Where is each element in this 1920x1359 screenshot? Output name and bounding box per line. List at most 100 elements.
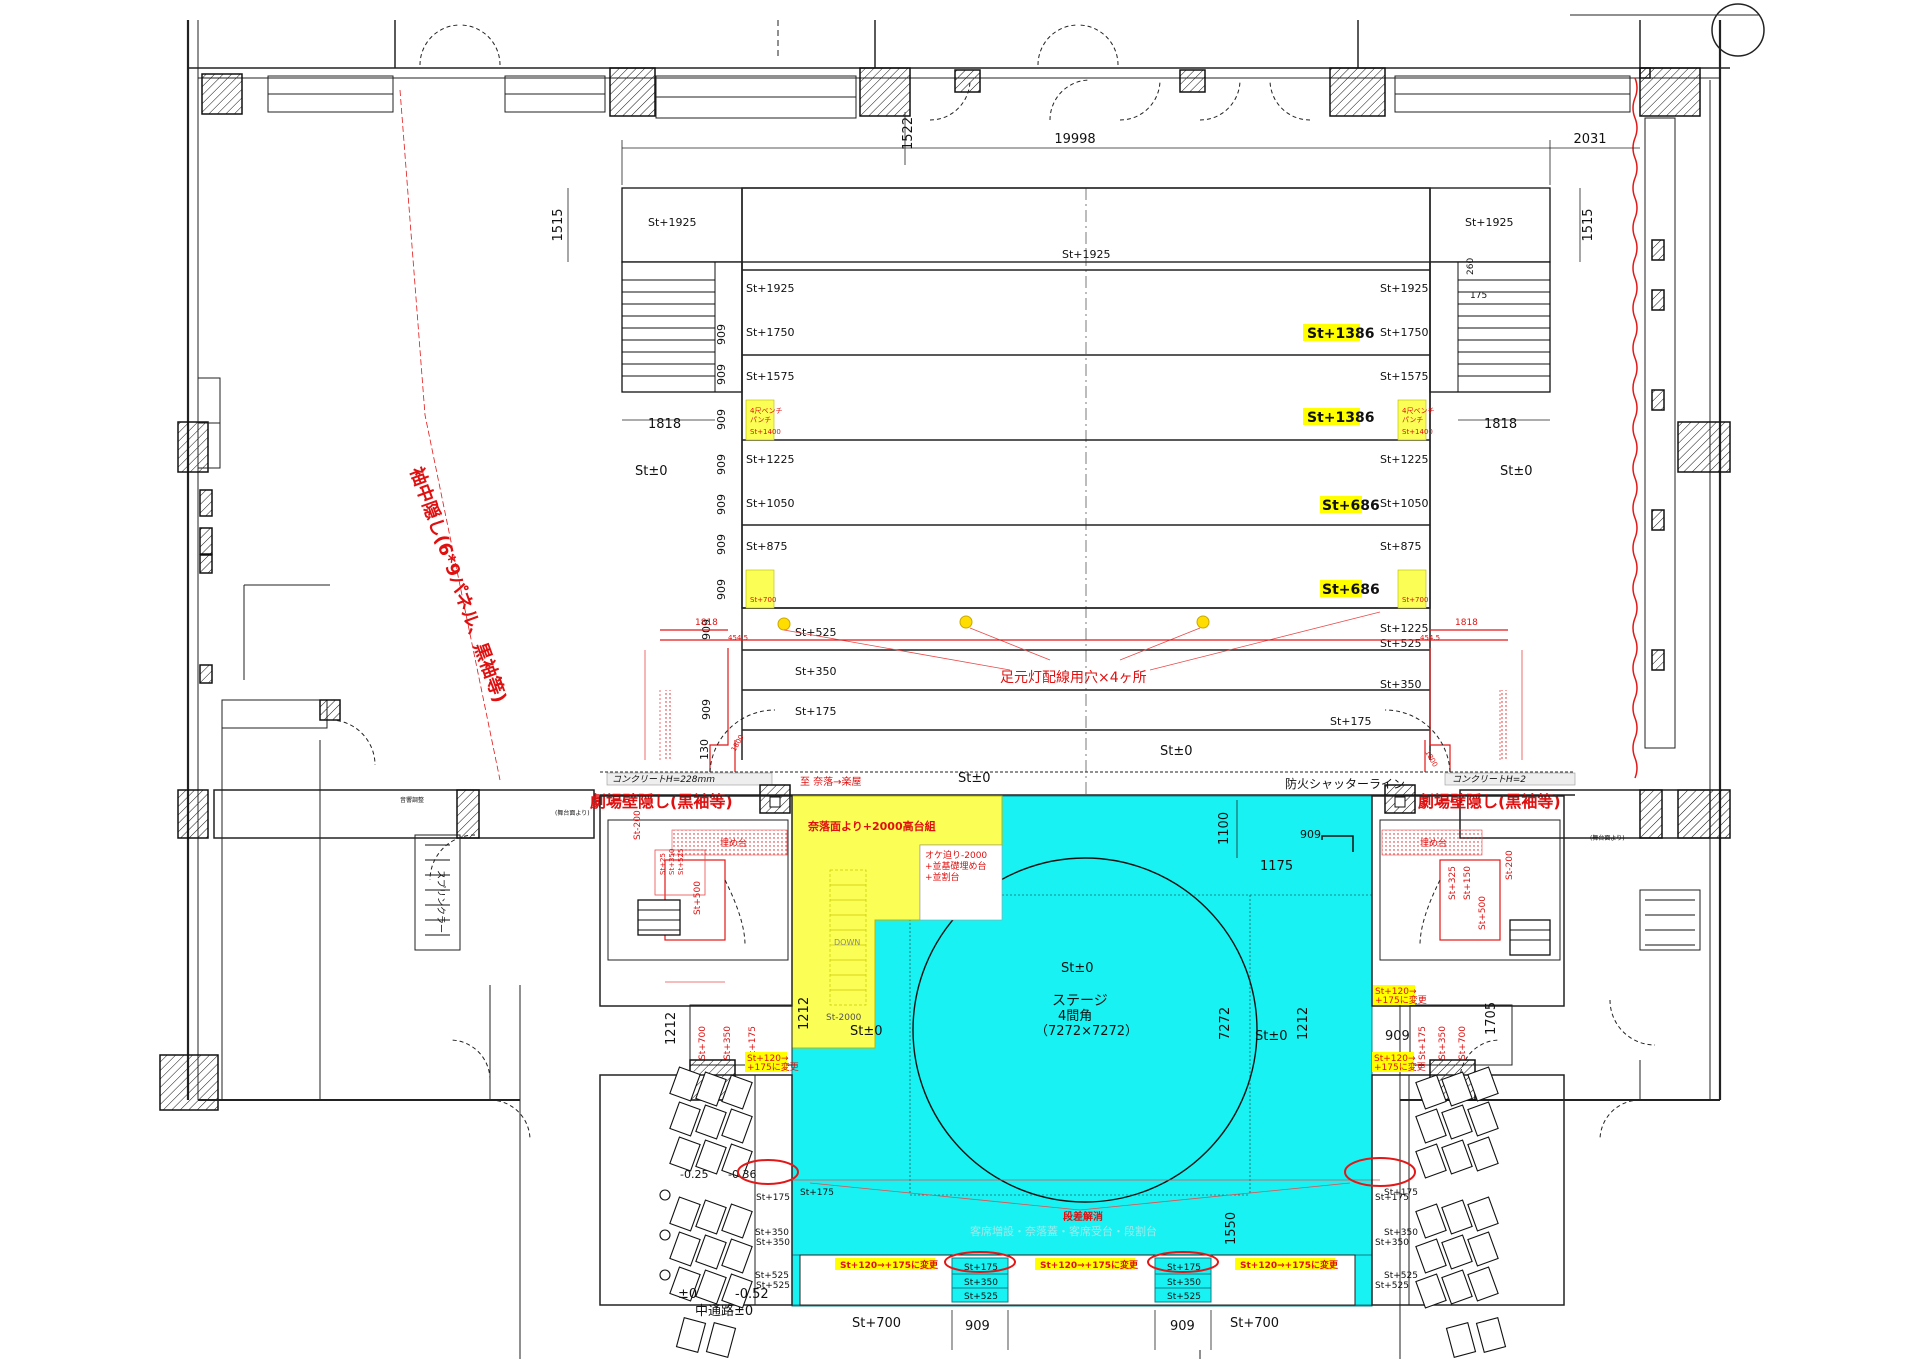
level-row8-highlight: St+686 — [1322, 582, 1380, 598]
side-right-175: St+175 — [1418, 1026, 1428, 1060]
orch-note-b: +並基礎埋め台 — [925, 860, 987, 872]
side-right-700: St+700 — [1458, 1026, 1468, 1060]
side-l-175: St+175 — [800, 1188, 834, 1198]
dim-stage-1100: 1100 — [1217, 812, 1232, 845]
curtain-rail — [1632, 77, 1638, 779]
front-change-a: St+120→+175に変更 — [840, 1259, 939, 1271]
box-left-175: St+175 — [756, 1193, 790, 1203]
red-dim-1818-left: 1818 — [695, 618, 718, 628]
level-top-left: St+1925 — [648, 216, 697, 229]
front-steps: St+175 段差解消 客席増設・奈落蓋・客席受台・段割台 St+120→+17… — [755, 1188, 1418, 1350]
dim-909-i: 909 — [700, 699, 713, 720]
dim-909-g: 909 — [715, 579, 728, 600]
level-row7-left: St+875 — [746, 540, 788, 553]
side-r-525: St+525 — [1384, 1271, 1418, 1281]
sprinkler-stair — [425, 844, 450, 936]
building-walls: スプリンクラー 音響調整 — [159, 3, 1765, 1359]
level-row6-highlight: St+686 — [1322, 498, 1380, 514]
front-box-r-525: St+525 — [1167, 1292, 1201, 1302]
floor-center-level: St±0 — [1160, 744, 1193, 759]
side-r-350: St+350 — [1384, 1228, 1418, 1238]
turntable-circle — [912, 857, 1258, 1203]
front-box-r-350: St+350 — [1167, 1278, 1201, 1288]
to-pit-label: 至 奈落→楽屋 — [800, 775, 862, 788]
dim-260: 260 — [1466, 258, 1476, 275]
audio-label: 音響調整 — [400, 796, 424, 804]
aisle-right-level: -0.52 — [735, 1287, 769, 1302]
red-dim-454-right: 454.5 — [1420, 634, 1440, 642]
bench-right-label: 4尺ベンチ — [1402, 407, 1434, 415]
orch-note-a: オケ迫り-2000 — [925, 849, 987, 861]
orchestra-pit: 奈落面より+2000高台組 オケ迫り-2000 +並基礎埋め台 +並割台 DOW… — [791, 795, 1003, 1049]
stage-center-level: St±0 — [1061, 961, 1094, 976]
bench-left-label2: パンチ — [750, 416, 771, 424]
audience-left: -0.25 -0.36 St+175 St+350 St+525 ±0 -0.5… — [599, 1059, 1380, 1319]
dim-pit-1212: 1212 — [797, 997, 812, 1030]
stage-size: 4間角 — [1058, 1009, 1092, 1024]
dim-bottom-909-a: 909 — [965, 1319, 990, 1334]
front-box-l-525: St+525 — [964, 1292, 998, 1302]
pit-level: St±0 — [850, 1024, 883, 1039]
level-row4-highlight: St+1386 — [1307, 410, 1374, 426]
bench-level-b: St+1400 — [1402, 428, 1433, 436]
dim-left-stair: 1818 — [648, 417, 681, 432]
dim-stage-1175: 1175 — [1260, 859, 1293, 874]
bottom-right-level: St+700 — [1230, 1316, 1279, 1331]
side-left-175: St+175 — [748, 1026, 758, 1060]
bench-level-c: St+700 — [750, 596, 776, 604]
dim-909-c: 909 — [715, 409, 728, 430]
step-resolve-label: 段差解消 — [1063, 1210, 1103, 1223]
top-dimensions: 19998 1522 2031 1515 1515 2727 — [551, 112, 1640, 262]
red-mark-left — [737, 1159, 799, 1185]
dim-total-width: 19998 — [1054, 132, 1095, 147]
dim-side-909: 909 — [1385, 1029, 1410, 1044]
bench-right-label2: パンチ — [1402, 416, 1423, 424]
dim-bottom-909-b: 909 — [1170, 1319, 1195, 1334]
level-row2-left: St+1750 — [746, 326, 795, 339]
right-small-stair — [1645, 899, 1695, 946]
dim-left-depth: 1515 — [551, 208, 566, 241]
level-row9-right-a: St+1225 — [1380, 622, 1429, 635]
rside-level-200: St-200 — [1505, 850, 1515, 880]
side-r-175: St+175 — [1384, 1188, 1418, 1198]
riser-platform: 4尺ベンチ パンチ St+1400 4尺ベンチ パンチ St+1400 St+7… — [621, 187, 1551, 1050]
level-row9-right-b: St+525 — [1380, 637, 1422, 650]
dim-right-depth: 1515 — [1581, 208, 1596, 241]
orch-note-c: +並割台 — [925, 871, 960, 883]
box-right-175: St+175 — [1375, 1193, 1409, 1203]
stage-dims: （7272×7272） — [1035, 1024, 1138, 1039]
tiny-note-b: (舞台面より) — [1590, 834, 1625, 842]
left-seat-block — [669, 1066, 753, 1309]
right-seat-block — [1415, 1066, 1499, 1309]
dim-right-stair: 1818 — [1484, 417, 1517, 432]
door-width-left: 1800 — [730, 734, 746, 753]
front-box-r-175: St+175 — [1167, 1263, 1201, 1273]
side-left-350: St+350 — [723, 1026, 733, 1060]
doors — [329, 24, 1656, 1141]
red-dim-1818-right: 1818 — [1455, 618, 1478, 628]
change-left2: +175に変更 — [747, 1061, 799, 1073]
red-mark-right — [1344, 1157, 1416, 1187]
lside-level-200: St-200 — [633, 810, 643, 840]
level-row9-left: St+525 — [795, 626, 837, 639]
side-left-700: St+700 — [698, 1026, 708, 1060]
audience-right: St+175 St+350 St+525 — [1344, 1059, 1565, 1309]
fill-left-label: 埋め台 — [720, 837, 747, 849]
concrete-right-label: コンクリートH=2 — [1452, 774, 1526, 785]
level-row1-left: St+1925 — [746, 282, 795, 295]
red-mark-front-right — [1147, 1251, 1219, 1273]
floor-left-level: St±0 — [635, 464, 668, 479]
dim-909-b: 909 — [715, 364, 728, 385]
bottom-left-level: St+700 — [852, 1316, 901, 1331]
side-l-350: St+350 — [755, 1228, 789, 1238]
theater-wall-right-note: 劇場壁隠し(黒袖等) — [1418, 792, 1561, 811]
front-box-l-350: St+350 — [964, 1278, 998, 1288]
dim-left-offset: 1522 — [901, 117, 916, 150]
dim-stage-7272: 7272 — [1218, 1007, 1233, 1040]
dim-side-1212-left: 1212 — [664, 1012, 679, 1045]
door-width-right: 1800 — [1423, 749, 1439, 768]
pin-l-a: St+25 — [659, 853, 667, 875]
dim-front-1550: 1550 — [1224, 1212, 1239, 1245]
dim-130: 130 — [698, 739, 711, 760]
